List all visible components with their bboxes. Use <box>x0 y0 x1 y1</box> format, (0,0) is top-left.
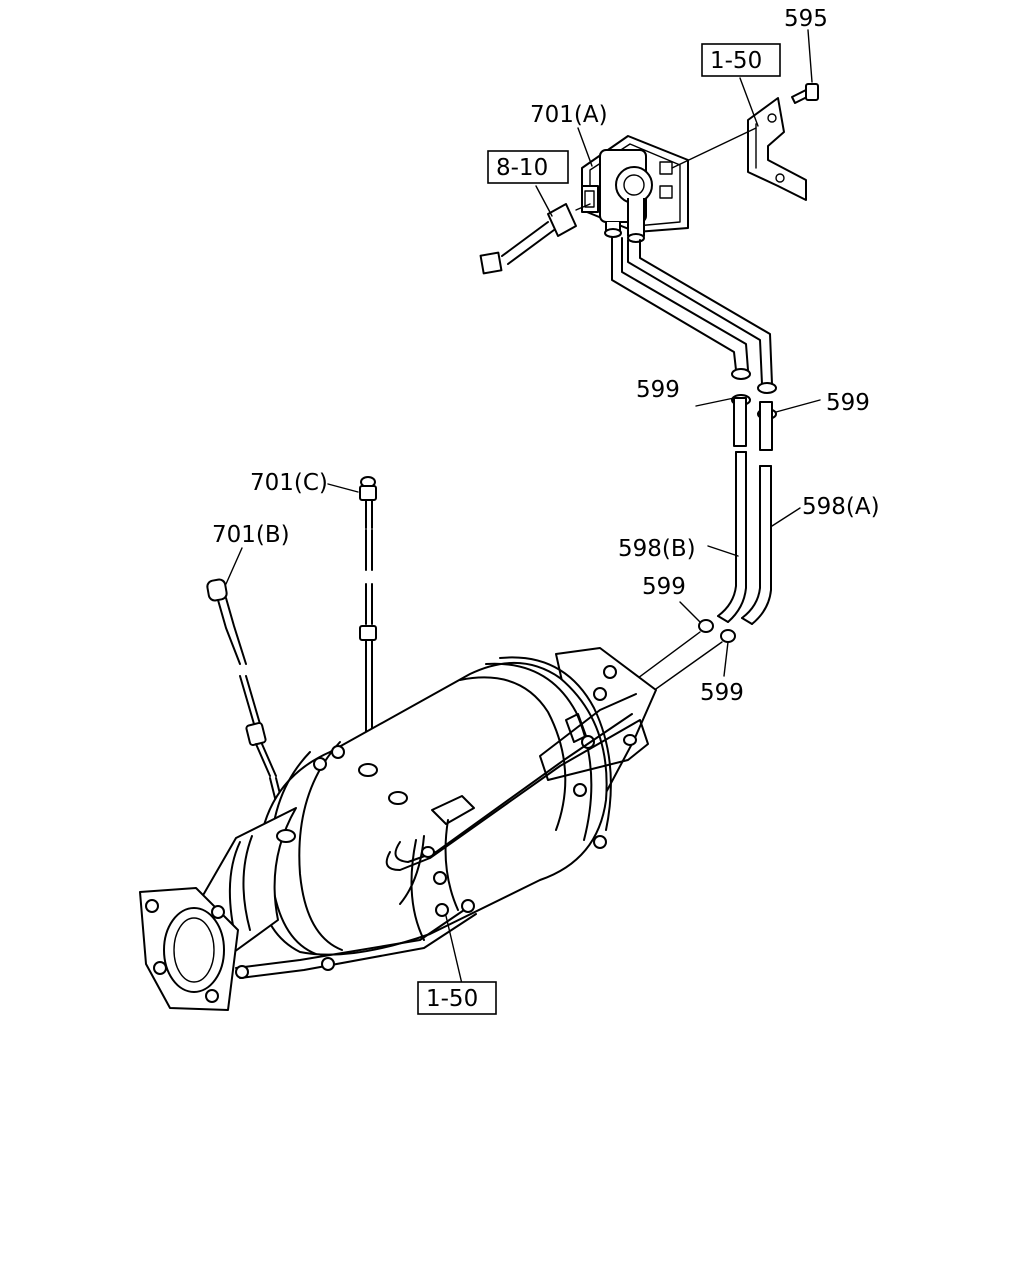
label-599-lower-left: 599 <box>642 574 686 600</box>
mounting-bracket[interactable] <box>747 97 807 201</box>
label-595: 595 <box>784 6 828 32</box>
bolt-595[interactable] <box>791 83 819 104</box>
temperature-sensor-701b[interactable] <box>206 578 289 827</box>
label-701b: 701(B) <box>212 522 290 548</box>
label-599-upper-right: 599 <box>826 390 870 416</box>
label-701c: 701(C) <box>250 470 328 496</box>
hose-short-pair[interactable] <box>733 397 773 451</box>
label-1-50-bottom: 1-50 <box>426 986 478 1012</box>
label-598a: 598(A) <box>802 494 880 520</box>
reference-box-1-50-bottom[interactable]: 1-50 <box>417 981 497 1015</box>
pressure-sensor-701a[interactable] <box>581 135 689 243</box>
exhaust-filter-body[interactable] <box>139 647 657 1011</box>
label-8-10: 8-10 <box>496 155 548 181</box>
clamp-599-lower-left[interactable] <box>698 619 714 633</box>
reference-box-1-50-top[interactable]: 1-50 <box>701 43 781 77</box>
label-1-50-top: 1-50 <box>710 48 762 74</box>
leader-lines <box>225 29 821 985</box>
temperature-sensor-701c[interactable] <box>359 476 377 771</box>
sensor-pipes[interactable] <box>611 237 777 394</box>
label-598b: 598(B) <box>618 536 696 562</box>
label-599-lower-right: 599 <box>700 680 744 706</box>
wiring-connector[interactable] <box>479 203 591 275</box>
reference-box-8-10[interactable]: 8-10 <box>487 150 569 184</box>
label-599-upper-left: 599 <box>636 377 680 403</box>
clamp-599-lower-right[interactable] <box>720 629 736 643</box>
hose-598a[interactable] <box>741 465 772 625</box>
hose-598b[interactable] <box>717 451 747 623</box>
label-701a: 701(A) <box>530 102 608 128</box>
